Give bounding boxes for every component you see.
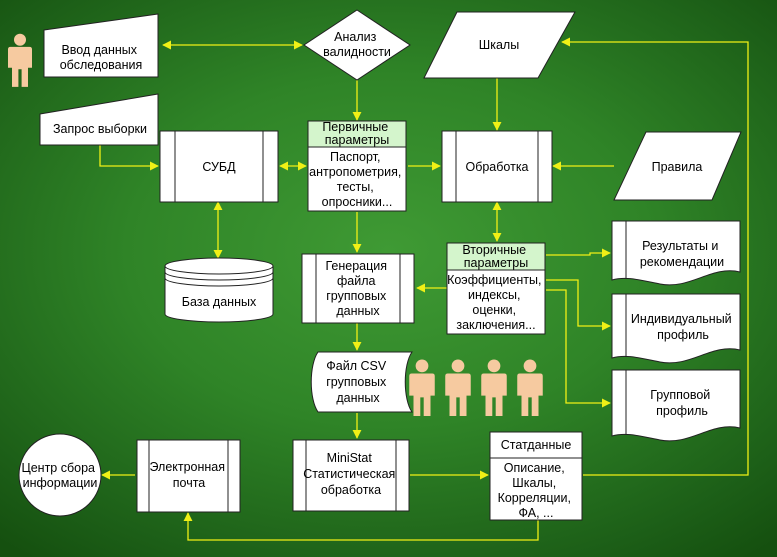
email-label: Электронная почта (149, 460, 228, 490)
collection-center-node: Центр сбора информации (18, 433, 102, 517)
scales-label: Шкалы (479, 38, 519, 52)
email-node: Электронная почта (136, 439, 241, 513)
group-file-generation-label: Генерация файла групповых данных (325, 259, 390, 318)
rules-label: Правила (652, 160, 703, 174)
connector-secondary-group (546, 289, 611, 408)
group-profile-label: Групповой профиль (650, 388, 714, 418)
people-group (409, 359, 543, 417)
sample-request-label: Запрос выборки (53, 122, 147, 136)
collection-center-label: Центр сбора информации (21, 461, 98, 490)
connectors (99, 37, 749, 541)
connector-sample-dbms (99, 145, 159, 171)
person-icon (445, 359, 471, 417)
dbms-node: СУБД (159, 130, 279, 203)
database-node: База данных (164, 257, 274, 323)
ministat-node: MiniStat Статистическая обработка (292, 439, 410, 512)
primary-params-node: Первичные параметры Паспорт, антропометр… (307, 120, 407, 212)
ministat-label: MiniStat Статистическая обработка (303, 451, 399, 497)
connector-secondary-individual (546, 279, 611, 331)
secondary-params-body: Коэффициенты, индексы, оценки, заключени… (447, 273, 545, 332)
validity-decision: Анализ валидности (303, 9, 411, 81)
scales-node: Шкалы (423, 11, 576, 79)
connector-secondary-results (546, 248, 611, 258)
statdata-header: Статданные (501, 438, 572, 452)
primary-params-body: Паспорт, антропометрия, тесты, опросники… (309, 150, 405, 209)
sample-request-node: Запрос выборки (39, 93, 159, 146)
person-icon (517, 359, 543, 417)
secondary-params-header: Вторичные параметры (462, 243, 529, 270)
processing-label: Обработка (465, 160, 528, 174)
group-file-generation-node: Генерация файла групповых данных (301, 253, 415, 324)
statdata-node: Статданные Описание, Шкалы, Корреляции, … (489, 431, 583, 521)
connector-statdata-scales (561, 37, 749, 476)
person-icon (481, 359, 507, 417)
dbms-label: СУБД (202, 160, 236, 174)
database-label: База данных (182, 295, 257, 309)
csv-file-node: Файл CSV групповых данных (310, 351, 413, 413)
results-label: Результаты и рекомендации (640, 239, 724, 269)
person-icon (8, 33, 32, 87)
statdata-body: Описание, Шкалы, Корреляции, ФА, ... (498, 461, 575, 520)
input-data-node: Ввод данных обследования (43, 13, 159, 78)
csv-file-label: Файл CSV групповых данных (326, 359, 389, 405)
individual-profile-label: Индивидуальный профиль (631, 312, 735, 342)
input-data-label: Ввод данных обследования (60, 43, 143, 72)
primary-params-header: Первичные параметры (322, 120, 391, 147)
connector-statdata-email (183, 512, 539, 541)
individual-profile-node: Индивидуальный профиль (611, 293, 741, 364)
person-icon (409, 359, 435, 417)
group-profile-node: Групповой профиль (611, 369, 741, 442)
results-node: Результаты и рекомендации (611, 220, 741, 286)
secondary-params-node: Вторичные параметры Коэффициенты, индекс… (446, 242, 546, 335)
validity-label: Анализ валидности (323, 30, 391, 59)
processing-node: Обработка (441, 130, 553, 203)
rules-node: Правила (613, 131, 742, 201)
